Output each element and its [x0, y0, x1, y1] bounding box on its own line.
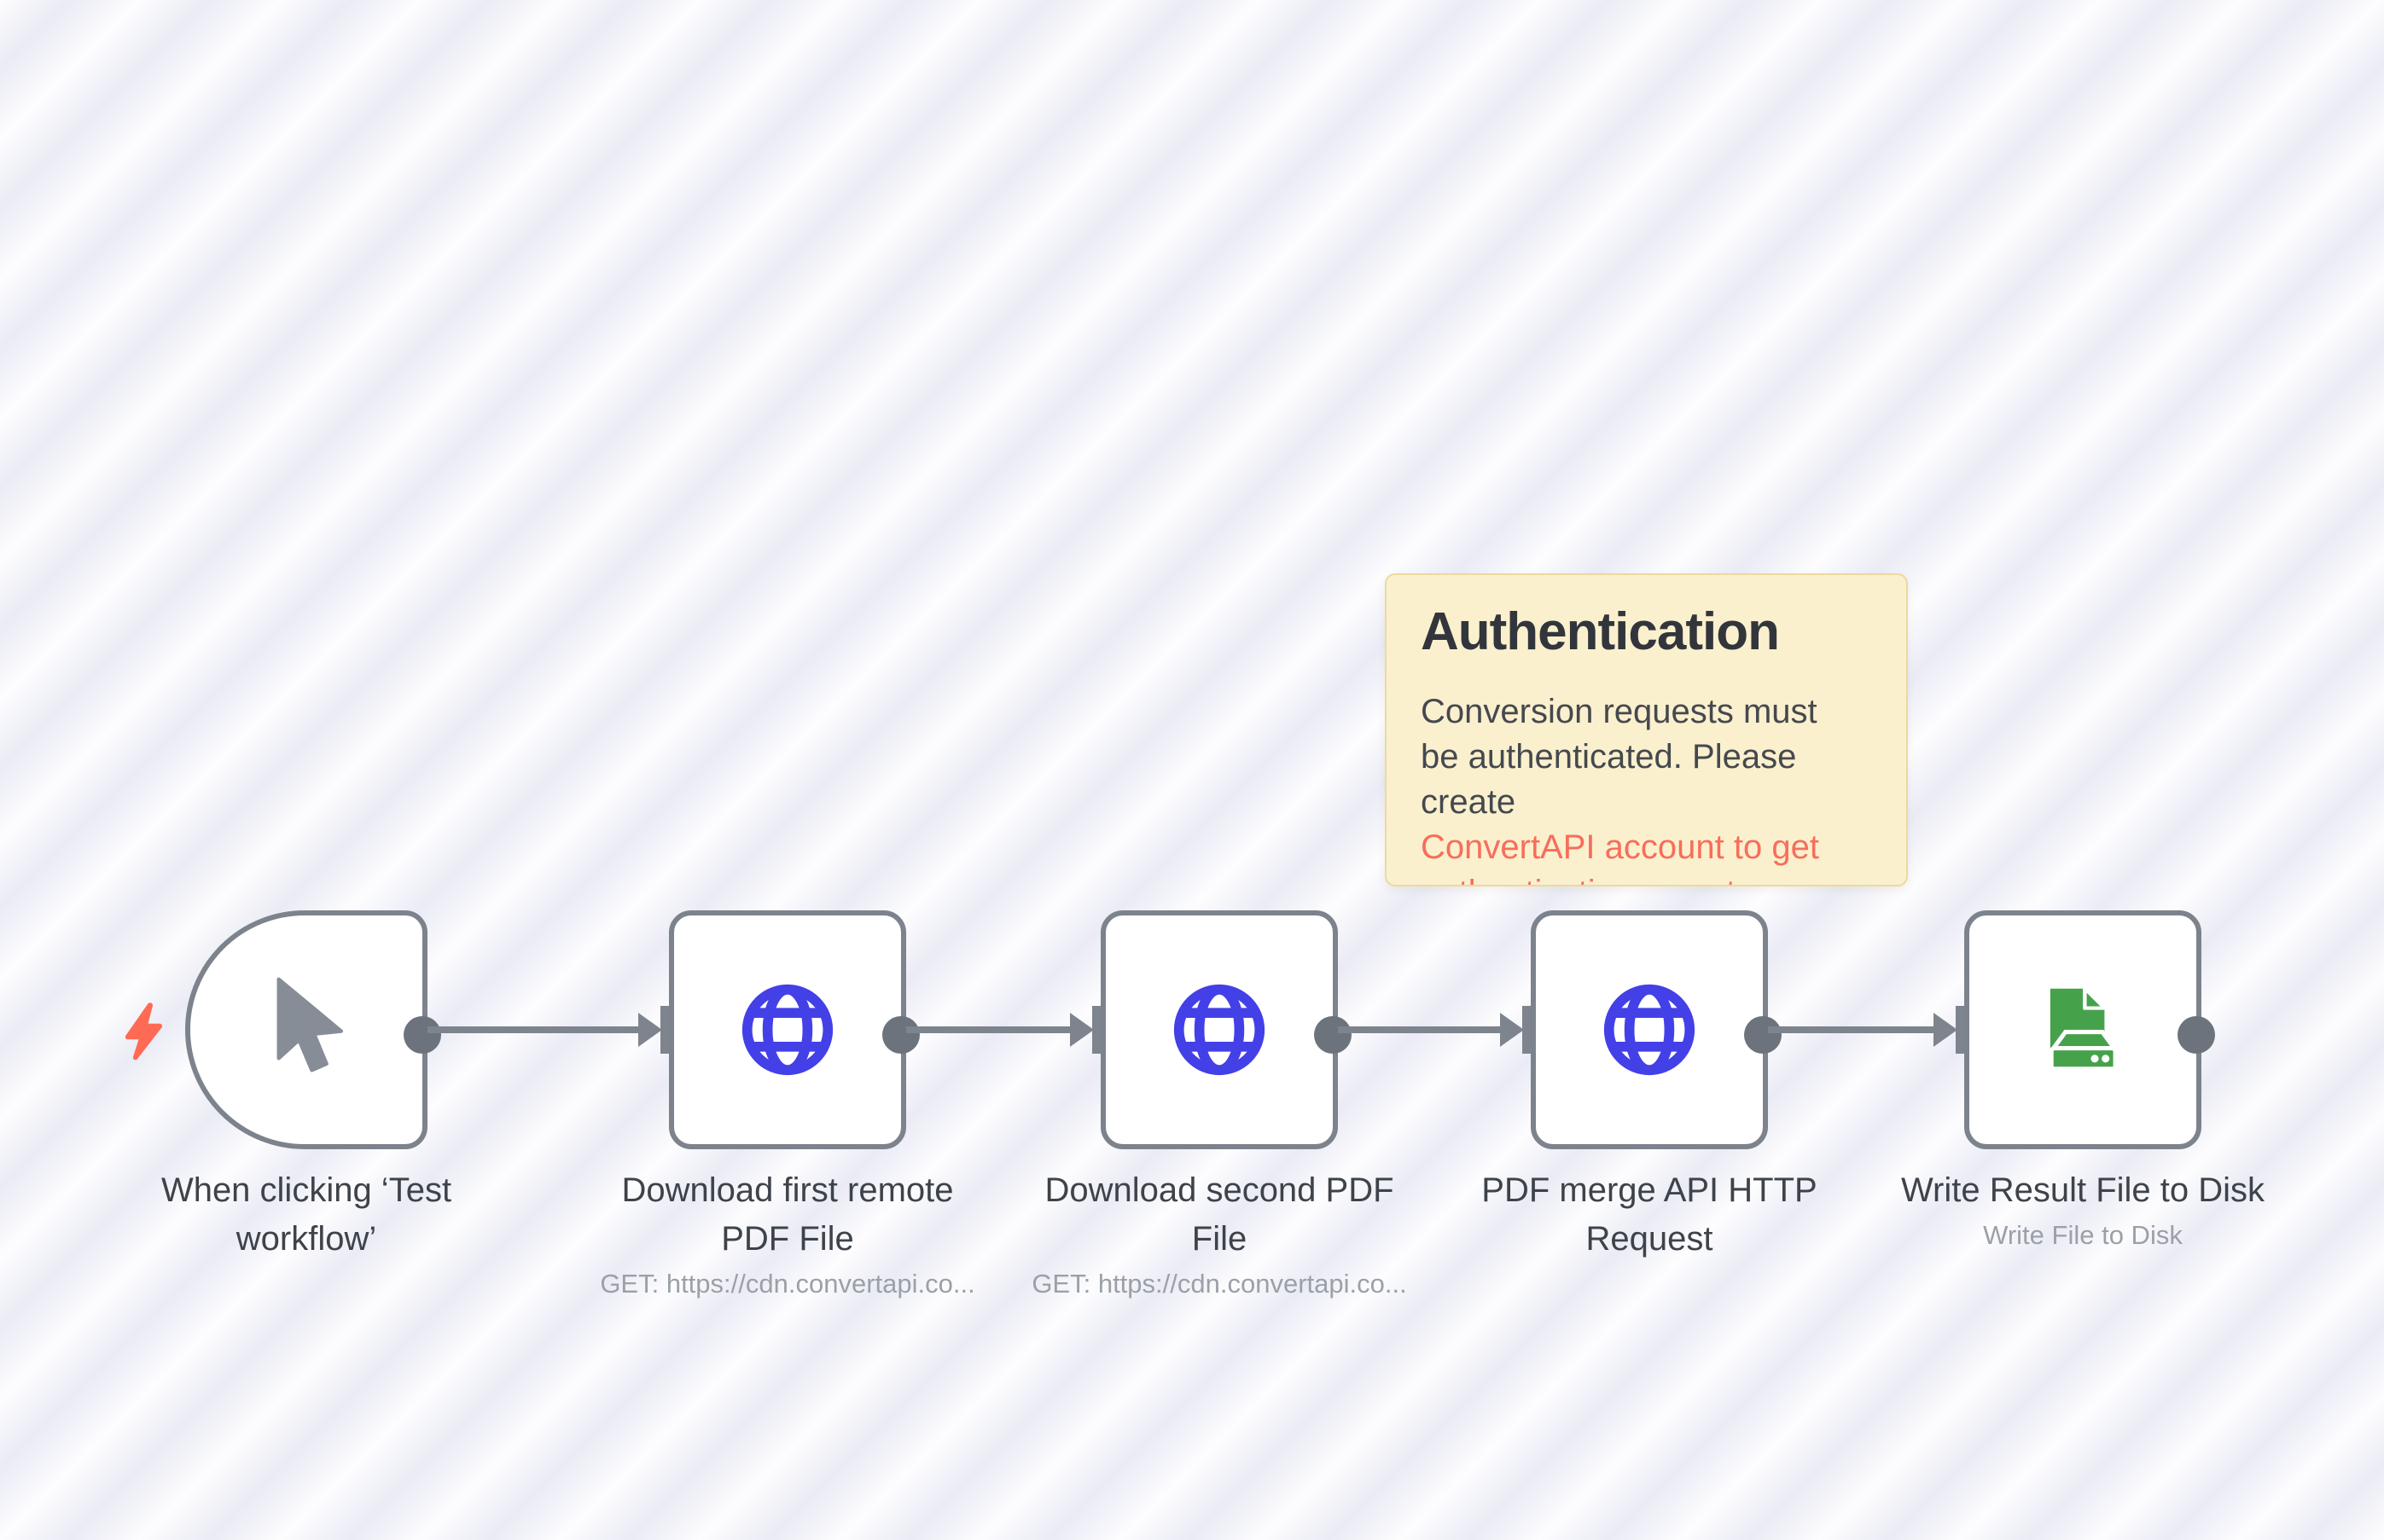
- output-connector[interactable]: [1314, 1016, 1352, 1054]
- node-subtitle: GET: https://cdn.convertapi.co...: [600, 1269, 975, 1299]
- cursor-icon: [276, 977, 344, 1072]
- lightning-bolt-icon: [125, 1002, 163, 1061]
- convertapi-link-clipped[interactable]: authentication secret: [1421, 870, 1872, 885]
- connection-arrow-icon: [1070, 1013, 1094, 1047]
- connection[interactable]: [906, 1006, 1109, 1054]
- sticky-note-body-line: Conversion requests must: [1421, 693, 1817, 730]
- connection[interactable]: [1768, 1006, 1973, 1054]
- connection-arrow-icon: [1500, 1013, 1524, 1047]
- connection-line[interactable]: [427, 1026, 657, 1033]
- sticky-note-body-line: be authenticated. Please: [1421, 738, 1797, 776]
- node-download-second-pdf[interactable]: Download second PDF File GET: https://cd…: [1032, 910, 1407, 1299]
- output-connector[interactable]: [2178, 1016, 2215, 1054]
- output-connector[interactable]: [1744, 1016, 1782, 1054]
- sticky-note-authentication[interactable]: Authentication Conversion requests must …: [1385, 573, 1908, 886]
- node-label: Write Result File to Disk Write File to …: [1901, 1166, 2265, 1254]
- connection-line[interactable]: [1338, 1026, 1519, 1033]
- node-pdf-merge-request[interactable]: PDF merge API HTTP Request: [1481, 910, 1817, 1258]
- connection-line[interactable]: [1768, 1026, 1952, 1033]
- connection-arrow-icon: [638, 1013, 662, 1047]
- node-label: When clicking ‘Test workflow’: [160, 1171, 452, 1258]
- node-manual-trigger[interactable]: When clicking ‘Test workflow’: [161, 910, 451, 1258]
- connection[interactable]: [427, 1006, 677, 1054]
- node-subtitle: Write File to Disk: [1983, 1220, 2183, 1250]
- output-connector[interactable]: [882, 1016, 920, 1054]
- node-label: Download first remote PDF File GET: http…: [600, 1166, 974, 1303]
- node-subtitle: GET: https://cdn.convertapi.co...: [1032, 1269, 1407, 1299]
- node-write-result-file[interactable]: Write Result File to Disk Write File to …: [1901, 910, 2265, 1250]
- file-disk-icon: [2049, 984, 2119, 1072]
- output-connector[interactable]: [404, 1016, 441, 1054]
- node-download-first-pdf[interactable]: Download first remote PDF File GET: http…: [600, 910, 975, 1299]
- sticky-note-title: Authentication: [1421, 602, 1780, 661]
- sticky-note-body-line: create: [1421, 783, 1516, 821]
- connection[interactable]: [1338, 1006, 1539, 1054]
- node-label: PDF merge API HTTP Request: [1481, 1171, 1817, 1258]
- node-label: Download second PDF File GET: https://cd…: [1032, 1166, 1406, 1303]
- connection-line[interactable]: [906, 1026, 1089, 1033]
- globe-icon: [1603, 984, 1695, 1076]
- globe-icon: [1173, 984, 1265, 1076]
- convertapi-link[interactable]: ConvertAPI account to get: [1421, 828, 1819, 866]
- connection-arrow-icon: [1933, 1013, 1957, 1047]
- globe-icon: [741, 984, 834, 1076]
